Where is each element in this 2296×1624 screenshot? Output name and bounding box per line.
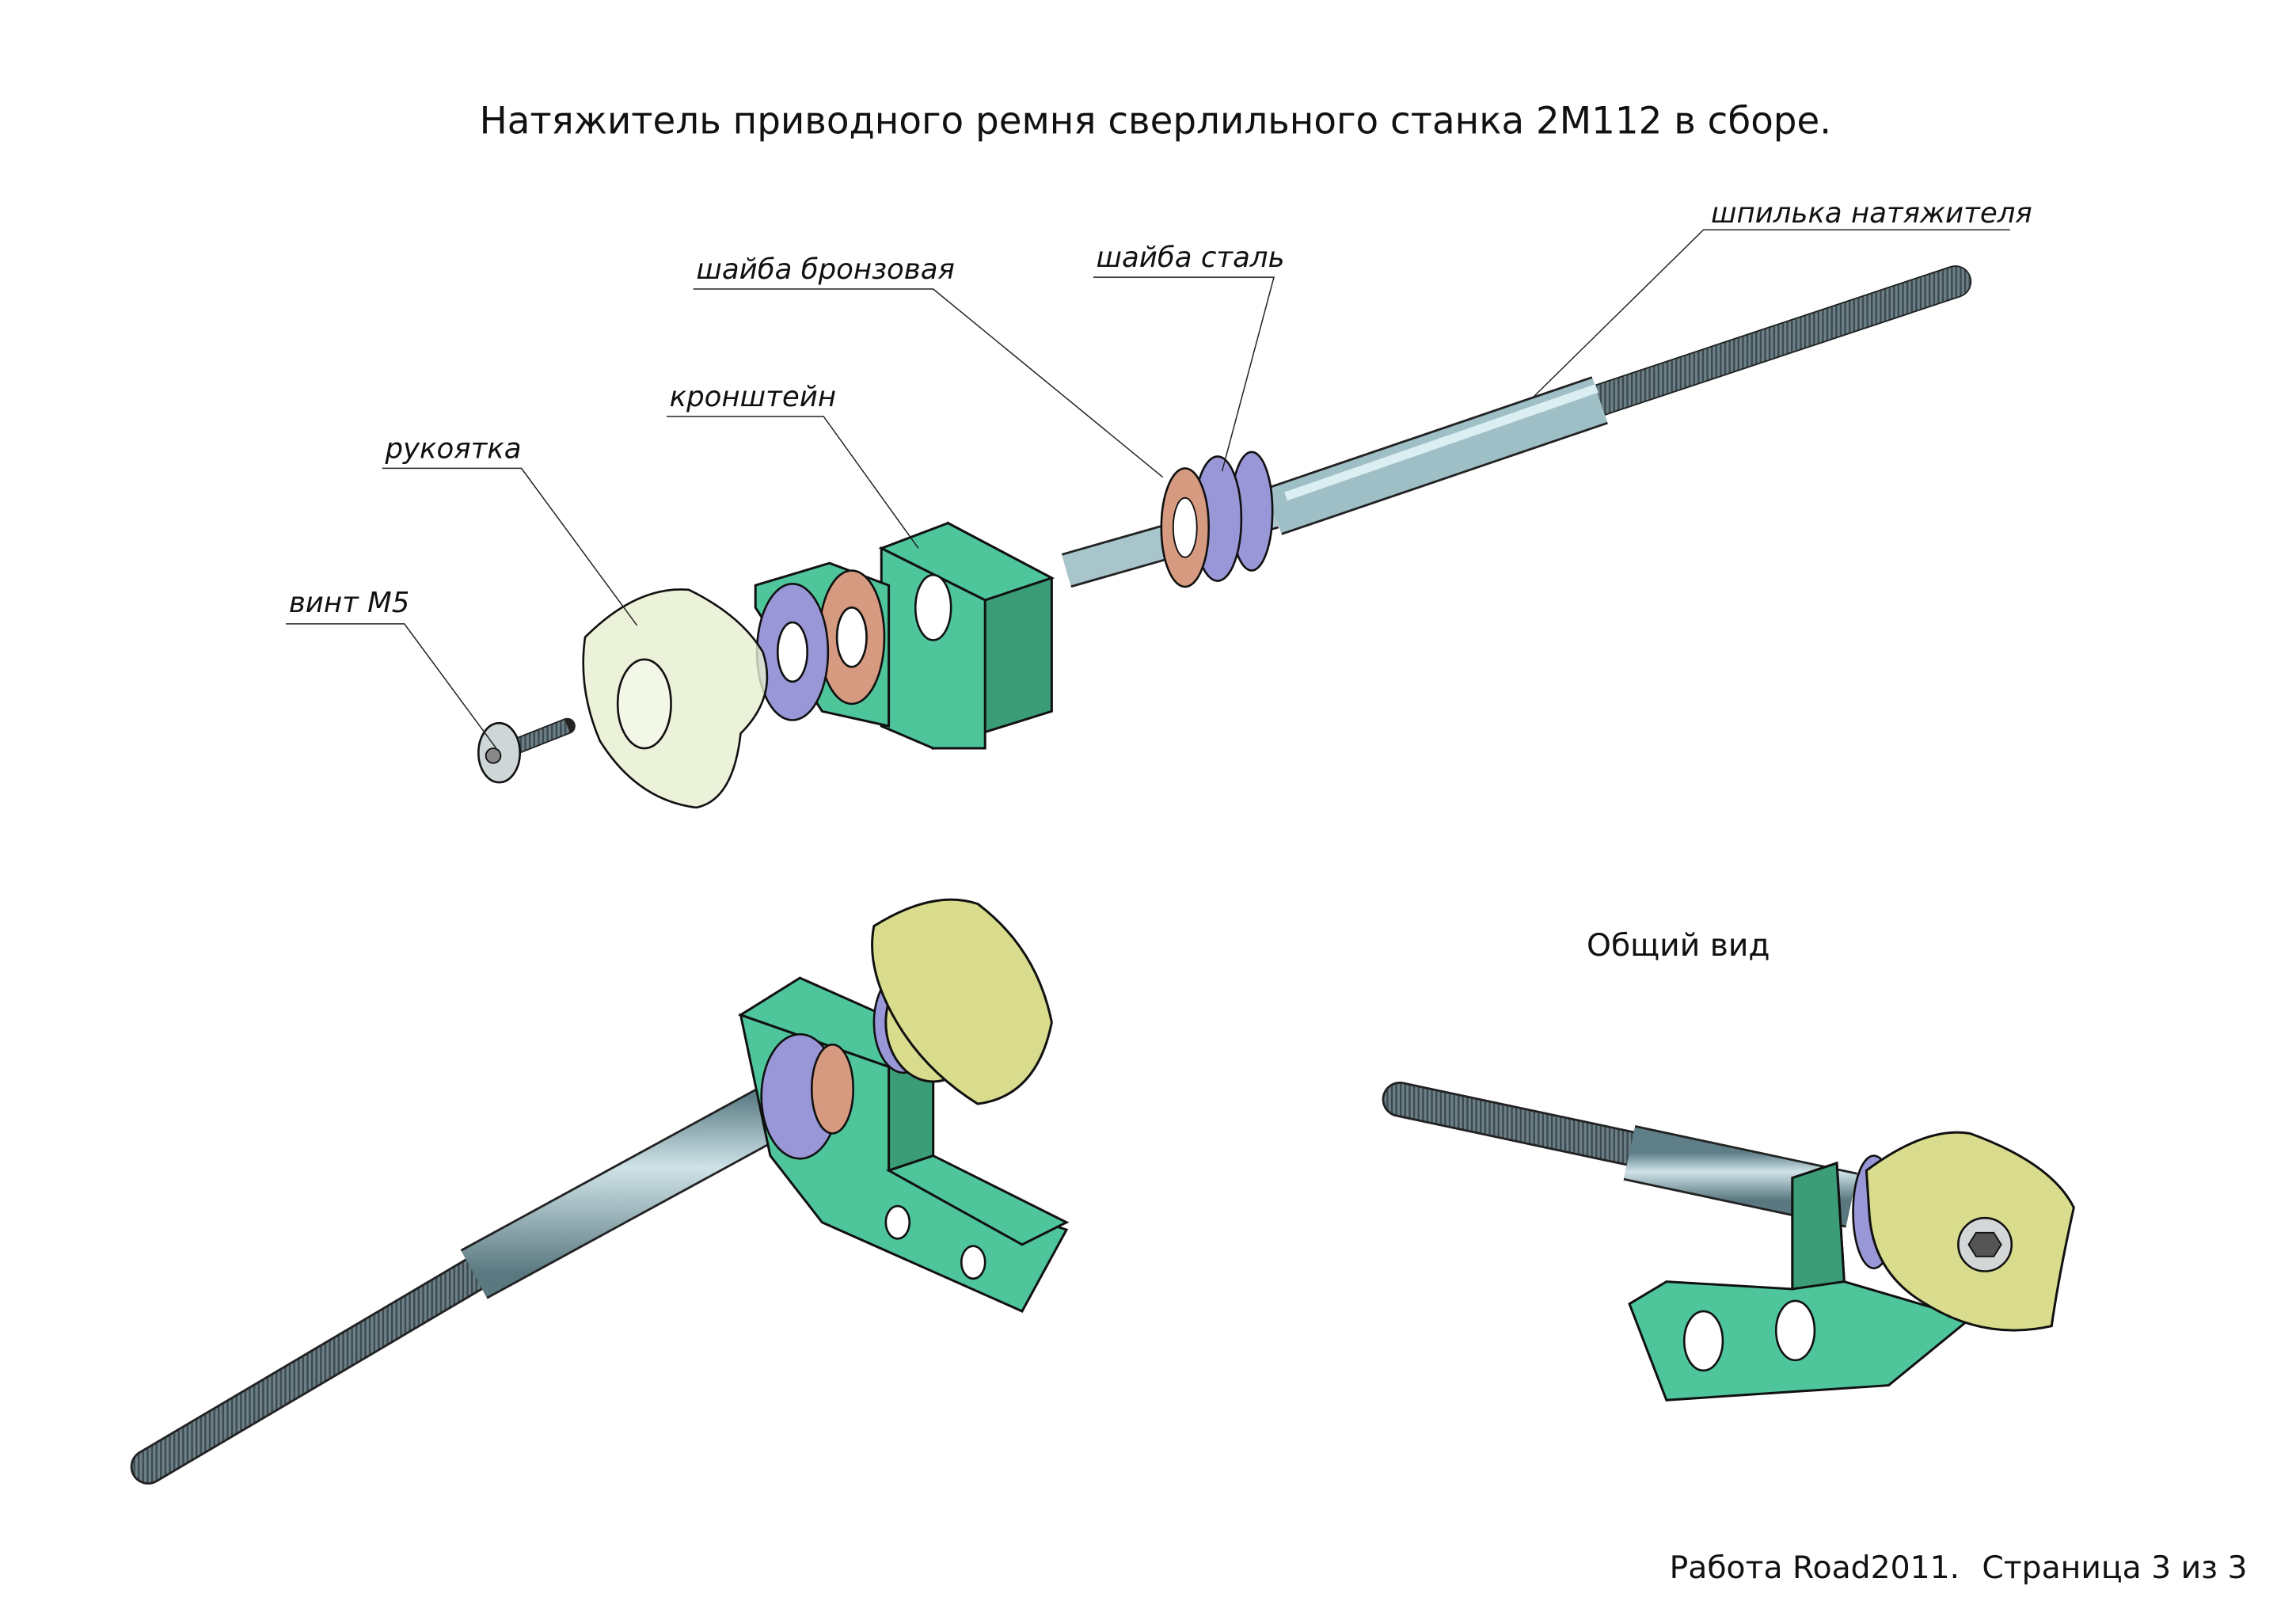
handle-exploded <box>582 588 769 809</box>
callout-stud: шпилька натяжителя <box>1532 197 2032 398</box>
label-bracket: кронштейн <box>670 381 836 413</box>
assembly-view-right <box>1382 1082 2075 1402</box>
label-bronze-washer: шайба бронзовая <box>696 253 955 286</box>
stud-exploded <box>1061 265 1972 588</box>
bracket-exploded <box>754 521 1055 751</box>
label-stud: шпилька натяжителя <box>1711 197 2032 230</box>
callout-bronze-washer: шайба бронзовая <box>693 253 1164 478</box>
callout-steel-washer: шайба сталь <box>1093 242 1285 472</box>
label-steel-washer: шайба сталь <box>1097 242 1285 274</box>
callout-handle: рукоятка <box>382 432 638 626</box>
screw-exploded <box>477 717 576 784</box>
callout-bracket: кронштейн <box>666 381 919 549</box>
callout-screw: винт М5 <box>286 587 497 749</box>
footer-page-number: Страница 3 из 3 <box>1982 1550 2247 1586</box>
drawing-title: Натяжитель приводного ремня сверлильного… <box>480 101 1832 143</box>
label-handle: рукоятка <box>384 432 521 465</box>
assembly-view-left <box>130 898 1070 1485</box>
footer-author: Работа Road2011. <box>1670 1550 1960 1586</box>
general-view-label: Общий вид <box>1587 928 1770 964</box>
label-screw: винт М5 <box>289 587 410 619</box>
